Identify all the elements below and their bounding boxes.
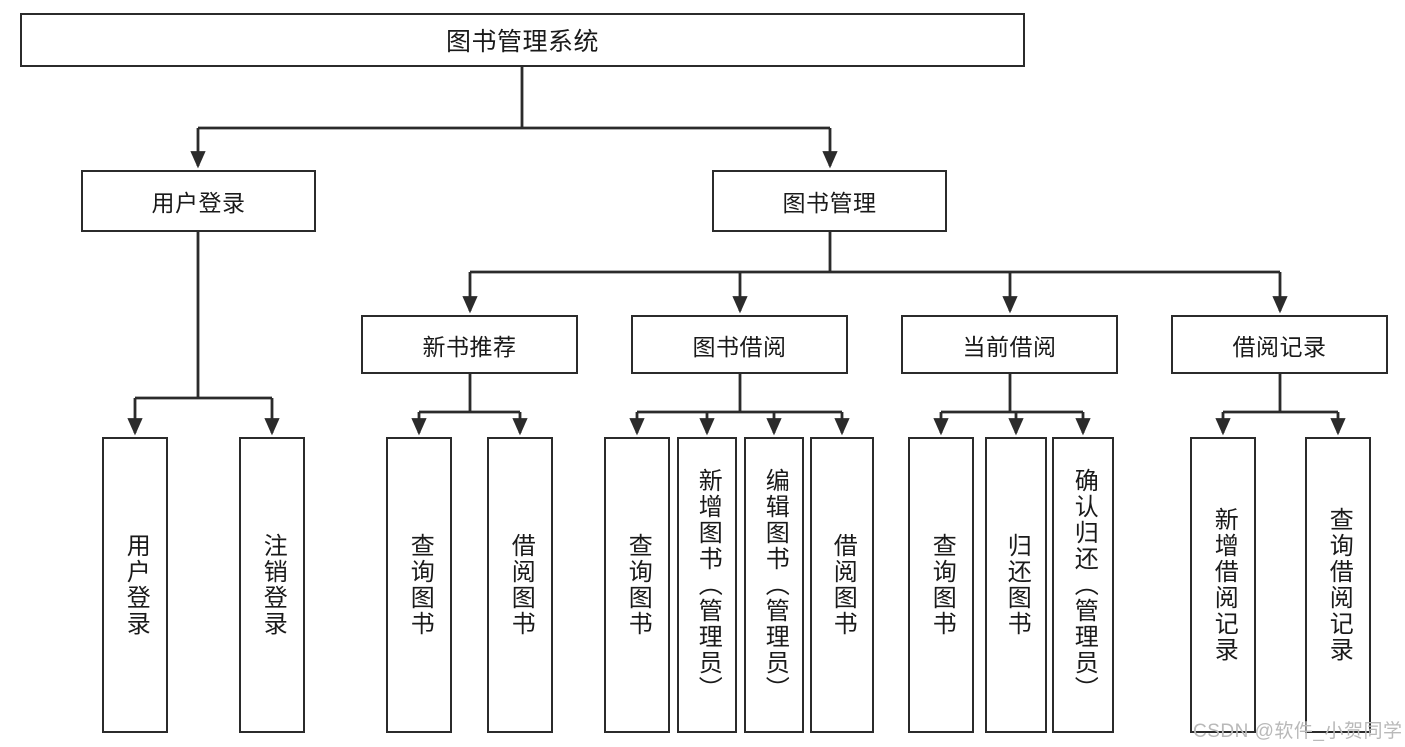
node-label: 注销登录 xyxy=(259,533,287,637)
node-label: 图书管理 xyxy=(782,190,877,216)
node-new-book-recommend[interactable]: 新书推荐 xyxy=(361,315,578,374)
node-label: 查询图书 xyxy=(624,533,652,637)
csdn-watermark: CSDN @软件_小贺同学 xyxy=(1193,721,1403,742)
node-root-system[interactable]: 图书管理系统 xyxy=(20,13,1025,67)
node-label: 查询图书 xyxy=(928,533,956,637)
node-label: 用户登录 xyxy=(122,533,150,637)
node-label: 用户登录 xyxy=(151,190,246,216)
node-leaf-logout[interactable]: 注销登录 xyxy=(239,437,305,733)
node-label: 新增借阅记录 xyxy=(1210,507,1238,663)
node-label: 新书推荐 xyxy=(422,333,517,360)
node-label: 借阅图书 xyxy=(507,533,535,637)
node-leaf-borrow-book[interactable]: 借阅图书 xyxy=(810,437,874,733)
node-label: 图书借阅 xyxy=(692,333,787,360)
node-leaf-edit-book[interactable]: 编辑图书（管理员） xyxy=(744,437,804,733)
node-leaf-add-book[interactable]: 新增图书（管理员） xyxy=(677,437,737,733)
node-leaf-query-book-current[interactable]: 查询图书 xyxy=(908,437,974,733)
node-label: 确认归还（管理员） xyxy=(1070,468,1098,702)
node-book-management[interactable]: 图书管理 xyxy=(712,170,947,232)
node-label: 图书管理系统 xyxy=(445,28,599,56)
node-label: 借阅记录 xyxy=(1232,333,1327,360)
node-leaf-query-borrow-record[interactable]: 查询借阅记录 xyxy=(1305,437,1371,733)
node-leaf-user-login[interactable]: 用户登录 xyxy=(102,437,168,733)
node-leaf-return-book[interactable]: 归还图书 xyxy=(985,437,1047,733)
node-label: 新增图书（管理员） xyxy=(694,468,722,702)
node-leaf-add-borrow-record[interactable]: 新增借阅记录 xyxy=(1190,437,1256,733)
node-current-borrow[interactable]: 当前借阅 xyxy=(901,315,1118,374)
node-label: 借阅图书 xyxy=(829,533,857,637)
node-label: 当前借阅 xyxy=(962,333,1057,360)
node-label: 归还图书 xyxy=(1003,533,1031,637)
node-leaf-query-book-recommend[interactable]: 查询图书 xyxy=(386,437,452,733)
node-book-borrow[interactable]: 图书借阅 xyxy=(631,315,848,374)
node-label: 编辑图书（管理员） xyxy=(761,468,789,702)
node-borrow-record[interactable]: 借阅记录 xyxy=(1171,315,1388,374)
node-user-login[interactable]: 用户登录 xyxy=(81,170,316,232)
node-label: 查询图书 xyxy=(406,533,434,637)
node-leaf-confirm-return[interactable]: 确认归还（管理员） xyxy=(1052,437,1114,733)
node-leaf-query-book-borrow[interactable]: 查询图书 xyxy=(604,437,670,733)
node-label: 查询借阅记录 xyxy=(1325,507,1353,663)
node-leaf-borrow-book-recommend[interactable]: 借阅图书 xyxy=(487,437,553,733)
